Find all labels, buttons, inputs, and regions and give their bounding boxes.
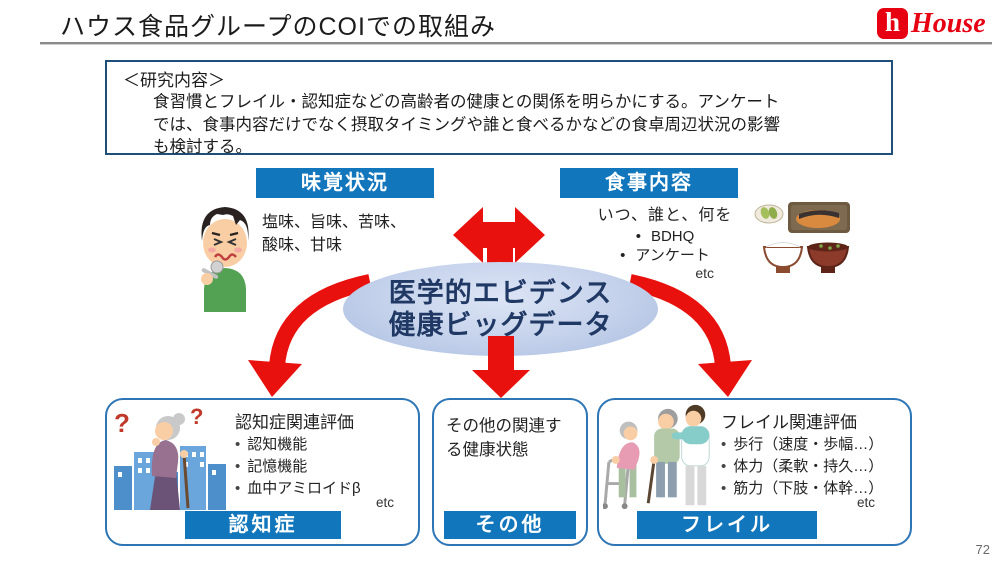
taste-list: 塩味、旨味、苦味、 酸味、甘味: [262, 211, 406, 257]
other-card: その他の関連す る健康状態 その他: [432, 398, 588, 546]
dementia-etc: etc: [376, 495, 395, 510]
frailty-label: フレイル: [637, 511, 817, 539]
page-number: 72: [975, 542, 990, 557]
hub-line: 医学的エビデンス: [388, 278, 613, 308]
dementia-text-block: 認知症関連評価 認知機能 記憶機能 血中アミロイドβ: [235, 412, 361, 500]
frailty-etc: etc: [857, 495, 876, 510]
taste-line: 塩味、旨味、苦味、: [262, 214, 407, 231]
meal-bullet-item: アンケート: [582, 246, 748, 265]
title-divider: [40, 42, 992, 45]
research-line: 食習慣とフレイル・認知症などの高齢者の健康との関係を明らかにする。アンケート: [153, 93, 780, 111]
other-line: その他の関連す: [446, 417, 562, 435]
frailty-bullet: 歩行（速度・歩幅…）: [721, 434, 883, 456]
evidence-hub-ellipse: 医学的エビデンス 健康ビッグデータ: [343, 262, 658, 356]
meal-list: いつ、誰と、何を BDHQ アンケート etc: [582, 205, 748, 281]
other-text-block: その他の関連す る健康状態: [446, 414, 562, 462]
dementia-bullet: 記憶機能: [235, 456, 361, 478]
taste-line: 酸味、甘味: [262, 237, 343, 254]
confused-elderly-illustration: ? ?: [114, 406, 226, 510]
arrow-to-frailty-head: [698, 360, 752, 397]
frailty-title: フレイル関連評価: [721, 413, 857, 432]
house-logo-text: House: [911, 8, 986, 39]
house-logo: h House: [877, 8, 986, 39]
other-label: その他: [444, 511, 576, 539]
dementia-bullet: 血中アミロイドβ: [235, 478, 360, 500]
house-logo-icon: h: [877, 8, 908, 39]
research-summary-box: ＜研究内容＞ 食習慣とフレイル・認知症などの高齢者の健康との関係を明らかにする。…: [105, 60, 893, 156]
taste-status-header: 味覚状況: [256, 168, 434, 198]
tasting-man-illustration: [201, 207, 249, 312]
page-title: ハウス食品グループのCOIでの取組み: [60, 13, 496, 41]
dementia-bullet: 認知機能: [235, 434, 361, 456]
frailty-bullet: 筋力（下肢・体幹…）: [721, 478, 883, 500]
double-arrow-icon: [453, 207, 545, 263]
arrow-to-other-head: [472, 370, 530, 398]
frail-elderly-care-illustration: [603, 404, 710, 510]
meal-bullet-item: BDHQ: [582, 227, 748, 246]
other-line: る健康状態: [446, 441, 529, 459]
research-line: では、食事内容だけでなく摂取タイミングや誰と食べるかなどの食卓周辺状況の影響: [153, 115, 780, 134]
svg-text:?: ?: [190, 406, 203, 429]
meal-intro: いつ、誰と、何を: [597, 207, 733, 224]
meal-illustration: [754, 202, 850, 273]
research-heading: ＜研究内容＞: [123, 71, 225, 90]
arrow-to-dementia-head: [248, 360, 302, 397]
svg-text:?: ?: [114, 408, 130, 438]
dementia-card: ? ? 認知症関連評価 認知機能 記憶機能 血中アミロイドβ etc 認知症: [105, 398, 420, 546]
frailty-card: フレイル関連評価 歩行（速度・歩幅…） 体力（柔軟・持久…） 筋力（下肢・体幹……: [597, 398, 912, 546]
research-line: も検討する。: [153, 138, 252, 156]
hub-line: 健康ビッグデータ: [388, 310, 613, 340]
frailty-text-block: フレイル関連評価 歩行（速度・歩幅…） 体力（柔軟・持久…） 筋力（下肢・体幹……: [721, 412, 883, 500]
dementia-title: 認知症関連評価: [235, 413, 354, 432]
dementia-label: 認知症: [185, 511, 341, 539]
frailty-bullet: 体力（柔軟・持久…）: [721, 456, 883, 478]
meal-content-header: 食事内容: [560, 168, 738, 198]
